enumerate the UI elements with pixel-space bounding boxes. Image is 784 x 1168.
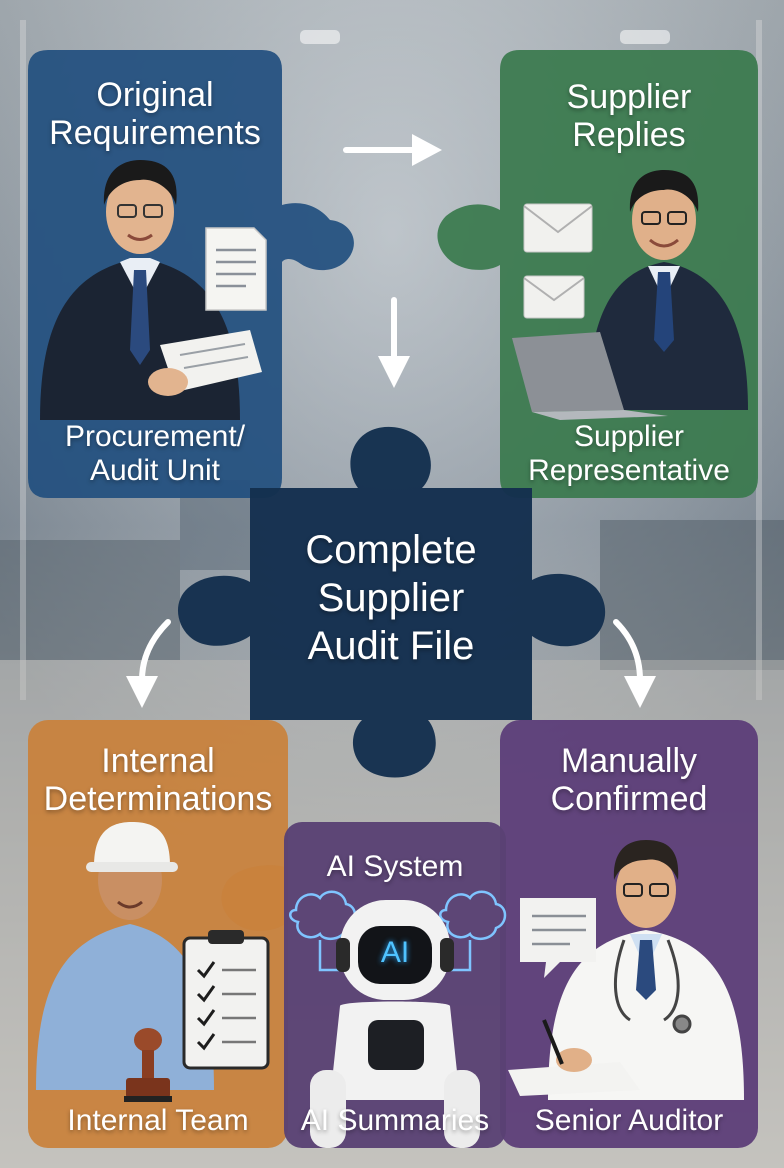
original-requirements-title: Original Requirements [28,76,282,152]
ai-badge: AI [358,936,432,970]
manually-confirmed-title: Manually Confirmed [500,742,758,818]
ai-system-title: AI System [284,850,506,884]
complete-supplier-audit-file-title: Complete Supplier Audit File [250,526,532,670]
clipboard-icon [184,930,268,1068]
ai-summaries-label: AI Summaries [284,1104,506,1138]
procurement-audit-unit-label: Procurement/ Audit Unit [28,420,282,487]
senior-auditor-label: Senior Auditor [500,1104,758,1138]
document-icon [206,228,266,310]
supplier-representative-label: Supplier Representative [500,420,758,487]
internal-team-label: Internal Team [28,1104,288,1138]
internal-determinations-title: Internal Determinations [28,742,288,818]
supplier-replies-title: Supplier Replies [500,78,758,154]
